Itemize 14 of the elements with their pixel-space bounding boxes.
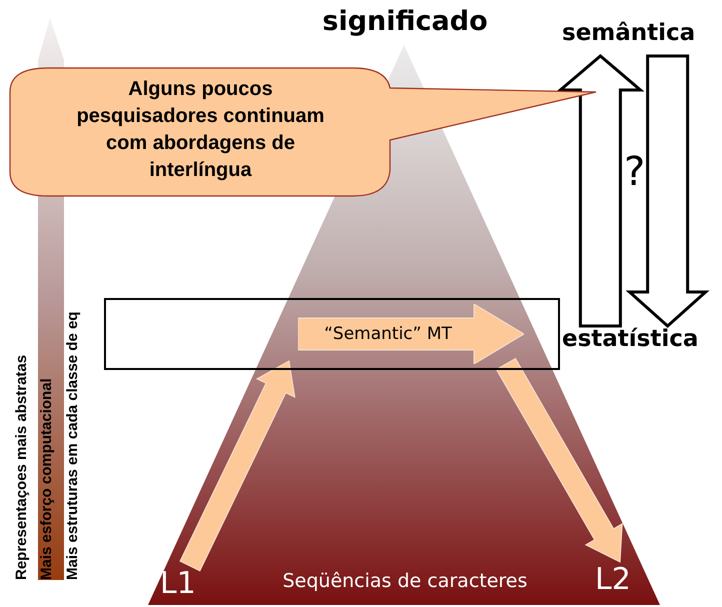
box-outline bbox=[104, 298, 560, 370]
hollow-arrow bbox=[626, 54, 710, 328]
axis-caption: Mais estruturas em cada classe de eq bbox=[64, 310, 81, 580]
arrow bbox=[179, 360, 296, 572]
language-label: L1 bbox=[160, 566, 210, 606]
arrow bbox=[496, 358, 623, 563]
axis-label: estatística bbox=[562, 326, 722, 362]
block-arrow: “Semantic” MT bbox=[298, 304, 524, 364]
axis-caption: Mais esforço computacional bbox=[38, 377, 55, 580]
question-mark: ? bbox=[624, 150, 646, 194]
language-label: L2 bbox=[595, 562, 645, 602]
hollow-arrow bbox=[556, 54, 644, 328]
axis-label: semântica bbox=[562, 20, 722, 56]
axis-caption: Representaçoes mais abstratas bbox=[13, 354, 30, 580]
